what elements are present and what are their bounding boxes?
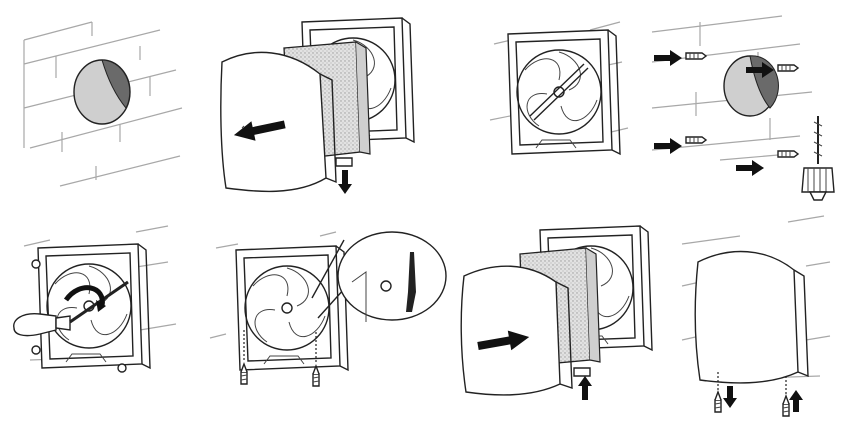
- screw-icon: [240, 330, 320, 387]
- wall-icon: [681, 215, 831, 381]
- clip-detail: [573, 367, 592, 400]
- magnifier-callout-icon: [311, 231, 447, 322]
- step-8-final: [681, 215, 831, 417]
- screw-head-icon: [31, 259, 127, 373]
- screw-icon: [714, 372, 790, 417]
- step-3-unit-on-wall: [489, 21, 629, 154]
- step-6-cable-connection: [209, 231, 447, 387]
- front-panel-icon: [460, 265, 573, 396]
- front-panel-icon: [694, 250, 809, 384]
- step-1-wall-hole: [23, 21, 183, 187]
- front-panel-icon: [220, 51, 337, 193]
- fan-housing-icon: [508, 30, 620, 154]
- clip-detail: [335, 157, 353, 194]
- arrow-icon: [233, 120, 286, 141]
- arrow-icon: [477, 330, 530, 351]
- drill-bit-icon: [801, 116, 835, 201]
- wall-hole-icon: [723, 55, 779, 117]
- wall-hole-icon: [73, 59, 131, 125]
- step-4-drill-dowels: [651, 15, 835, 201]
- screwdriver-icon: [13, 280, 129, 337]
- wall-icon: [209, 231, 341, 351]
- step-7-reassembly: [460, 226, 652, 400]
- arrow-icon: [723, 386, 803, 412]
- step-5-screw-unit: [13, 225, 177, 373]
- step-2-disassembly: [220, 18, 414, 194]
